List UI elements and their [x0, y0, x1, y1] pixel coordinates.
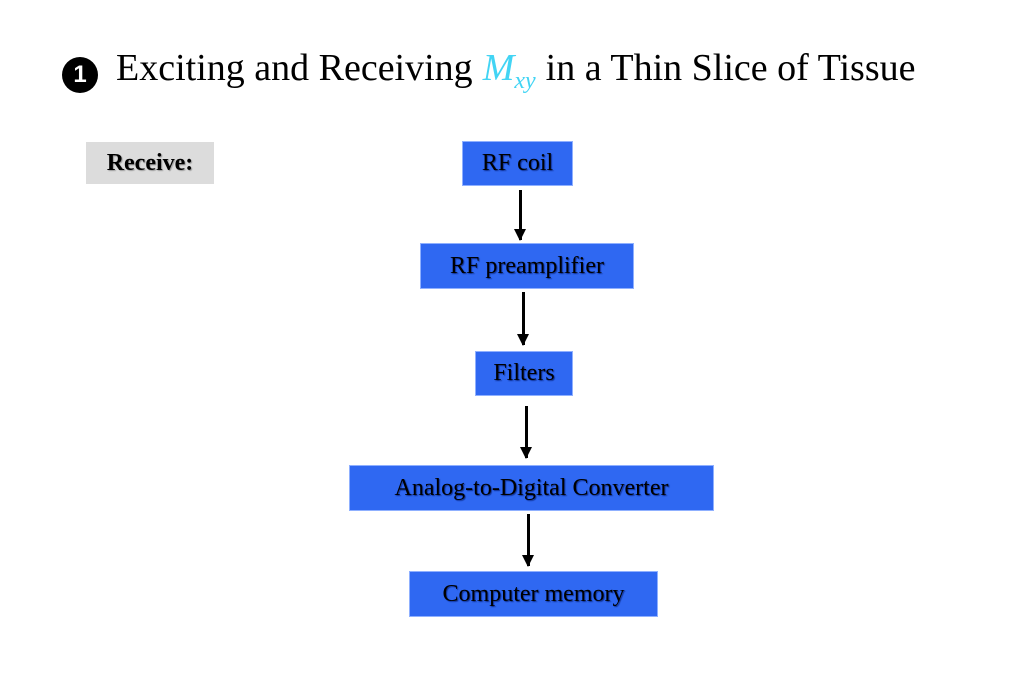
node-filters: Filters: [475, 351, 573, 396]
arrow-adc-to-memory: [522, 514, 534, 567]
arrow-preamp-to-filters: [517, 292, 529, 346]
node-rf-preamplifier: RF preamplifier: [420, 243, 634, 289]
arrow-filters-to-adc: [520, 406, 532, 459]
title-subscript: xy: [514, 68, 536, 94]
node-analog-to-digital-converter: Analog-to-Digital Converter: [349, 465, 714, 511]
node-rf-coil: RF coil: [462, 141, 573, 186]
title-prefix: Exciting and Receiving: [116, 47, 473, 89]
node-computer-memory: Computer memory: [409, 571, 658, 617]
title-suffix: in a Thin Slice of Tissue: [545, 47, 916, 89]
title-variable: M: [482, 47, 515, 89]
receive-label: Receive:: [86, 142, 214, 184]
slide-title: 1 Exciting and Receiving M xy in a Thin …: [62, 44, 916, 104]
number-one-bullet-icon: 1: [62, 57, 98, 93]
arrow-coil-to-preamp: [514, 190, 526, 241]
